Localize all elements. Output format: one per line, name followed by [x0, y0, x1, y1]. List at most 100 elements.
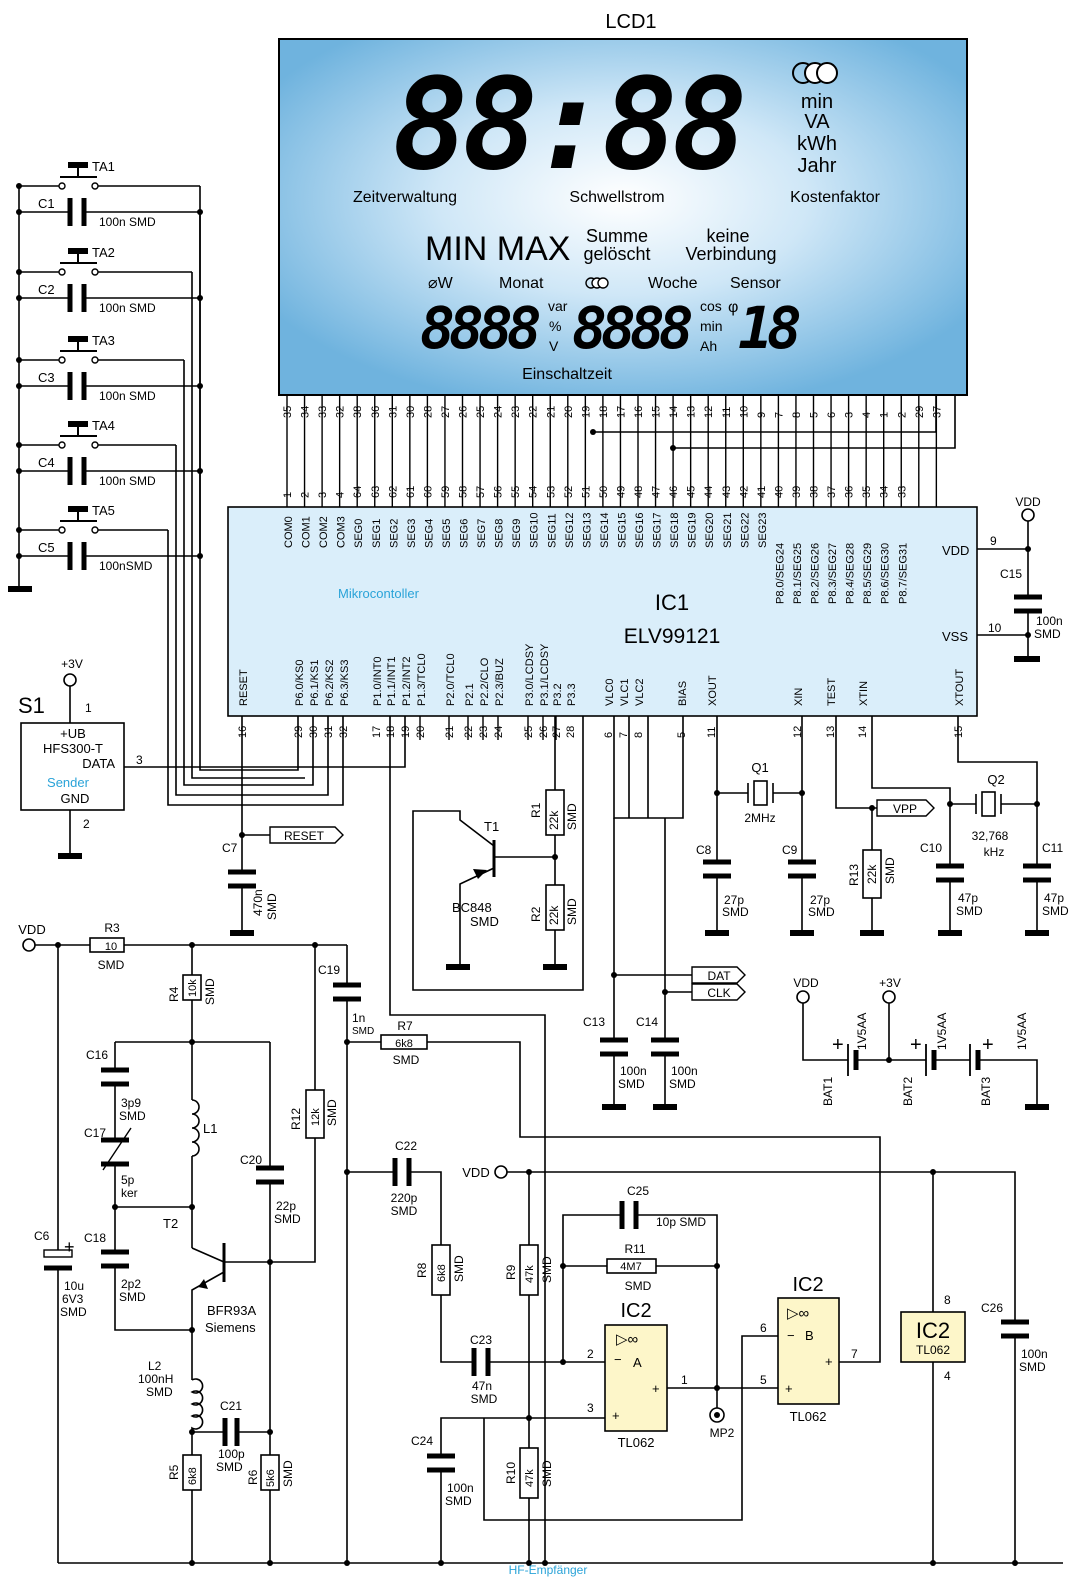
ic1-top-pin-number: 62 — [387, 486, 399, 498]
ic1-top-pin-name: SEG11 — [546, 513, 558, 548]
bat1-type: 1V5AA — [855, 1013, 869, 1050]
ic2b-part: TL062 — [790, 1409, 827, 1424]
ic1-top-pin-number: 34 — [879, 486, 891, 498]
l2-ref: L2 — [148, 1359, 162, 1373]
ic1-top-pin-number: 2 — [300, 492, 312, 498]
c9-value: 27p — [810, 893, 830, 907]
r7-ref: R7 — [397, 1019, 413, 1033]
r6-pkg: SMD — [281, 1460, 295, 1487]
key-cap-value: 100n SMD — [99, 474, 156, 488]
ic1-bottom-pin-name: XOUT — [707, 675, 719, 706]
key-bus-wires — [167, 186, 344, 806]
lcd-pin-number: 36 — [370, 406, 382, 418]
bat-3v-label: +3V — [879, 976, 901, 990]
ic2-power-body — [900, 1311, 966, 1363]
svg-text:+: + — [64, 1237, 75, 1257]
lcd-pin-number: 35 — [282, 406, 294, 418]
ic2b-pin7: 7 — [851, 1347, 858, 1361]
ic1-top-pin-number: 56 — [493, 486, 505, 498]
ic1-bottom-pin-name: P1.2/INT2 — [401, 656, 413, 706]
opamp-vdd-label: VDD — [462, 1165, 489, 1180]
lcd-unit-jahr: Jahr — [798, 155, 837, 177]
r13-ref: R13 — [847, 864, 861, 886]
key-cap-ref: C3 — [38, 370, 55, 385]
ic1-top-pin-number: 37 — [826, 486, 838, 498]
c21-ref: C21 — [220, 1399, 242, 1413]
ic1-bottom-pins: RESET16P6.0/KS029P6.1/KS130P6.2/KS231P6.… — [237, 643, 966, 740]
ic1-top-pin-number: 35 — [861, 486, 873, 498]
c16-value: 3p9 — [121, 1096, 141, 1110]
ic1-bottom-pin-number: 19 — [400, 726, 412, 738]
ic1-bottom-pin-number: 31 — [323, 726, 335, 738]
battery-pack: VDD +3V + + + BAT1 BAT2 BAT3 1V5AA 1V5AA… — [793, 976, 1049, 1110]
sender-name: Sender — [47, 775, 90, 790]
c9-pkg: SMD — [808, 905, 835, 919]
ic1-top-pin-name: SEG16 — [634, 513, 646, 548]
lcd-pin-number: 14 — [668, 406, 680, 418]
ic1-bottom-pin-name: XTIN — [858, 681, 870, 706]
lcd-pin-number: 12 — [703, 406, 715, 418]
svg-text:−: − — [787, 1328, 795, 1343]
r2-ref: R2 — [529, 906, 543, 922]
ic1-top-pin-name: SEG6 — [459, 519, 471, 548]
c23-pkg: SMD — [471, 1392, 498, 1406]
c15-pkg: SMD — [1034, 627, 1061, 641]
ic1-bottom-pin-name: RESET — [238, 669, 250, 706]
ic1-top-pin-name: SEG15 — [616, 513, 628, 548]
ic1-top-pin-number: 58 — [458, 486, 470, 498]
ic1-bottom-pin-number: 29 — [293, 726, 305, 738]
r11-pkg: SMD — [625, 1279, 652, 1293]
key-ref: TA1 — [92, 159, 115, 174]
c16-pkg: SMD — [119, 1109, 146, 1123]
r7-pkg: SMD — [393, 1053, 420, 1067]
ic1-bottom-pin-number: 30 — [308, 726, 320, 738]
r3-ref: R3 — [104, 921, 120, 935]
key-cap-value: 100n SMD — [99, 215, 156, 229]
r12-pkg: SMD — [325, 1099, 339, 1126]
c15-ref: C15 — [1000, 567, 1022, 581]
ic1-top-pin-name: SEG10 — [529, 513, 541, 548]
svg-text:▷∞: ▷∞ — [787, 1305, 810, 1322]
ic1-bottom-pin-name: P6.1/KS1 — [309, 660, 321, 706]
lcd-pin-number: 10 — [738, 406, 750, 418]
ic1-bottom-pin-number: 21 — [444, 726, 456, 738]
vdd-label-ic1: VDD — [1015, 495, 1041, 509]
q2-unit: kHz — [984, 845, 1005, 859]
ic1-bottom-pin-number: 15 — [953, 726, 965, 738]
lcd-unit-cos: cos — [700, 298, 722, 314]
ic1-top-pin-name: SEG12 — [564, 513, 576, 548]
key-ref: TA5 — [92, 503, 115, 518]
bat-vdd-label: VDD — [793, 976, 819, 990]
ic1-top-pin-name: SEG14 — [599, 513, 611, 548]
c6-volt: 6V3 — [62, 1292, 84, 1306]
crystal-q1: Q1 2MHz C8 27p SMD C9 27p SMD — [696, 716, 835, 936]
key-cap-ref: C1 — [38, 196, 55, 211]
ic1-bottom-pin-name: P2.3/BUZ — [494, 658, 506, 706]
lcd-small-digits-3: 18 — [738, 294, 800, 362]
ic1-top-pin-number: 63 — [370, 486, 382, 498]
r6-ref: R6 — [246, 1469, 260, 1485]
ic1-top-pin-name: P8.0/SEG24 — [774, 543, 786, 604]
sender-data: DATA — [82, 756, 115, 771]
key-ref: TA2 — [92, 245, 115, 260]
key-ref: TA3 — [92, 333, 115, 348]
c24-pkg: SMD — [445, 1494, 472, 1508]
c17-ref: C17 — [84, 1126, 106, 1140]
r11-value: 4M7 — [620, 1261, 641, 1273]
lcd-pin-number: 34 — [300, 406, 312, 418]
lcd-pin-number: 24 — [493, 406, 505, 418]
r8-ref: R8 — [415, 1262, 429, 1278]
lcd-pin-number: 16 — [633, 406, 645, 418]
ic2b-ref: IC2 — [792, 1274, 823, 1296]
lcd-pin-number: 11 — [721, 407, 733, 418]
lcd-pin-number: 21 — [545, 406, 557, 418]
lcd-zeitverwaltung: Zeitverwaltung — [353, 189, 457, 206]
c8-ref: C8 — [696, 843, 712, 857]
lcd-pin-number: 7 — [773, 412, 785, 418]
ic1-top-pin-number: 38 — [809, 486, 821, 498]
hf-receiver: VDD R3 10 SMD + C6 10u 6V3 SMD R4 10k SM… — [18, 716, 1063, 1577]
ic1-top-pin-number: 51 — [580, 486, 592, 498]
c16-ref: C16 — [86, 1048, 108, 1062]
ic2p-pin4: 4 — [944, 1369, 951, 1383]
